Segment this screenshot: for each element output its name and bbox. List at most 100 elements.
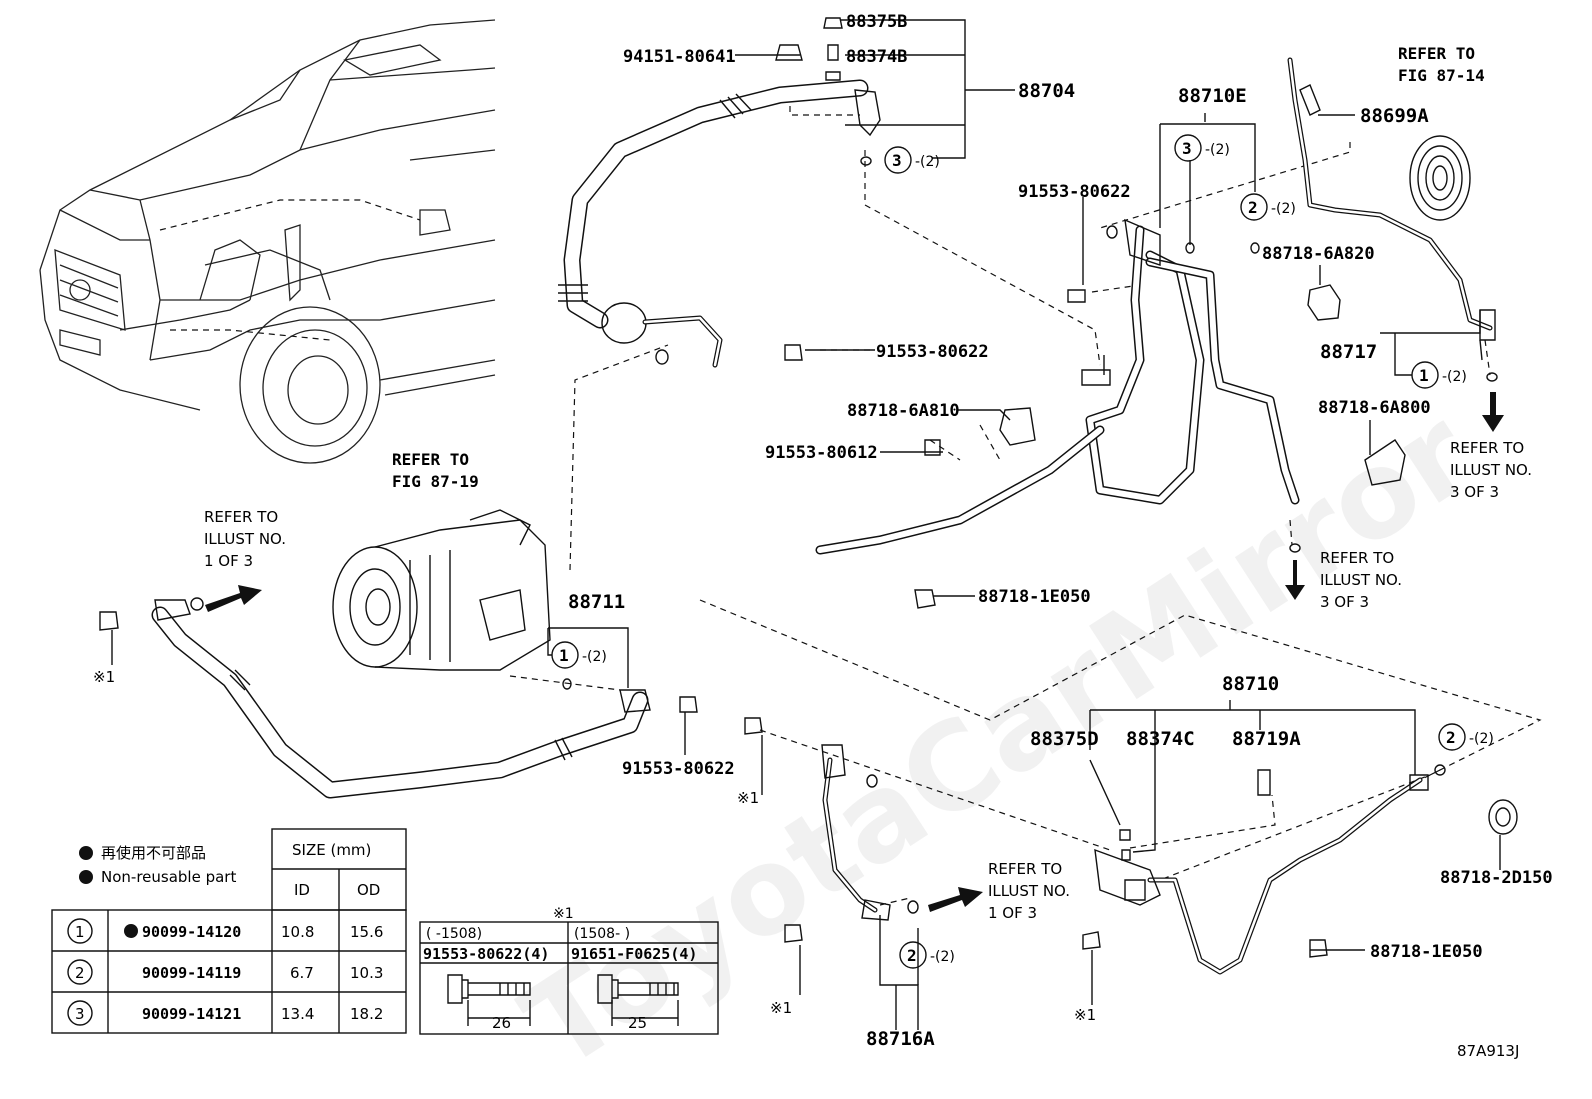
svg-text:15.6: 15.6 bbox=[350, 923, 383, 941]
part-88718-6A800: 88718-6A800 bbox=[1318, 398, 1431, 418]
small-parts bbox=[99, 17, 1518, 958]
svg-text:2: 2 bbox=[75, 964, 85, 982]
oring-callouts: 3 -(2) 3 -(2) 2 -(2) 1 -(2) 1 -(2) 2 -(2… bbox=[551, 134, 1494, 969]
svg-text:※1: ※1 bbox=[553, 906, 574, 922]
non-reusable-mark bbox=[124, 924, 138, 938]
mark-1-bottom: ※1 bbox=[770, 999, 792, 1017]
oring-callout-3-right bbox=[1174, 134, 1202, 162]
part-88716A: 88716A bbox=[866, 1028, 935, 1050]
svg-text:13.4: 13.4 bbox=[281, 1005, 314, 1023]
part-88710E: 88710E bbox=[1178, 85, 1247, 107]
mark-1-mid: ※1 bbox=[737, 789, 759, 807]
reference-notes: REFER TO FIG 87-14 REFER TO FIG 87-19 RE… bbox=[204, 44, 1532, 922]
part-88375B: 88375B bbox=[846, 12, 907, 32]
oring-callout-3-top bbox=[884, 146, 912, 174]
part-88718-6A810: 88718-6A810 bbox=[847, 401, 960, 421]
part-88718-6A820: 88718-6A820 bbox=[1262, 244, 1375, 264]
arrow-to-illust-3-right bbox=[1482, 392, 1504, 432]
non-reusable-bullet bbox=[79, 870, 93, 884]
liquid-tube-88710E bbox=[815, 218, 1300, 555]
svg-text:3: 3 bbox=[1182, 139, 1192, 158]
ref-illust-3-right-line1: REFER TO bbox=[1450, 439, 1524, 457]
arrow-to-illust-3-mid bbox=[1285, 560, 1305, 600]
oring-callout-2-lower bbox=[1438, 723, 1466, 751]
non-reusable-bullet bbox=[79, 846, 93, 860]
oring-callout-2-right bbox=[1240, 193, 1268, 221]
part-88374B: 88374B bbox=[846, 47, 907, 67]
oring-callout-2-bottom bbox=[899, 941, 927, 969]
part-91553-80622-top: 91553-80622 bbox=[1018, 182, 1131, 202]
svg-text:( -1508): ( -1508) bbox=[426, 926, 482, 942]
bolt-table: ※1 ( -1508) (1508- ) 91553-80622(4) 9165… bbox=[419, 906, 719, 1035]
svg-text:-(2): -(2) bbox=[1271, 201, 1296, 217]
part-88375D: 88375D bbox=[1030, 728, 1099, 750]
ref-illust-1-lower-line1: REFER TO bbox=[988, 860, 1062, 878]
arrow-to-illust-1-lower bbox=[928, 887, 983, 912]
svg-text:18.2: 18.2 bbox=[350, 1005, 383, 1023]
part-91553-80622-mid: 91553-80622 bbox=[876, 342, 989, 362]
arrow-to-illust-1-upper bbox=[205, 585, 262, 612]
ref-fig-87-14-line2: FIG 87-14 bbox=[1398, 66, 1485, 85]
suction-hose-88704 bbox=[558, 79, 881, 368]
part-88719A: 88719A bbox=[1232, 728, 1301, 750]
svg-text:-(2): -(2) bbox=[915, 154, 940, 170]
diagram-code: 87A913J bbox=[1457, 1042, 1519, 1060]
ref-illust-3-right-line3: 3 OF 3 bbox=[1450, 483, 1499, 501]
part-91553-80622-low: 91553-80622 bbox=[622, 759, 735, 779]
svg-text:3: 3 bbox=[892, 151, 902, 170]
part-labels: 88375B 88374B 94151-80641 88704 88710E 8… bbox=[93, 12, 1553, 1060]
part-88718-2D150: 88718-2D150 bbox=[1440, 868, 1553, 888]
svg-text:6.7: 6.7 bbox=[290, 964, 314, 982]
part-88711: 88711 bbox=[568, 591, 625, 613]
part-88718-1E050-mid: 88718-1E050 bbox=[978, 587, 1091, 607]
oring-callout-1-right bbox=[1411, 361, 1439, 389]
bolt-part-2: 91651-F0625(4) bbox=[571, 945, 697, 963]
ref-illust-1-upper-line1: REFER TO bbox=[204, 508, 278, 526]
ref-illust-3-mid-line3: 3 OF 3 bbox=[1320, 593, 1369, 611]
svg-text:2: 2 bbox=[907, 946, 917, 965]
part-88704: 88704 bbox=[1018, 80, 1075, 102]
ref-illust-3-mid-line1: REFER TO bbox=[1320, 549, 1394, 567]
ref-illust-3-mid-line2: ILLUST NO. bbox=[1320, 571, 1402, 589]
svg-text:2: 2 bbox=[1446, 728, 1456, 747]
svg-text:10.3: 10.3 bbox=[350, 964, 383, 982]
ref-illust-1-lower-line3: 1 OF 3 bbox=[988, 904, 1037, 922]
svg-text:25: 25 bbox=[628, 1014, 647, 1032]
part-88710: 88710 bbox=[1222, 673, 1279, 695]
ref-illust-3-right-line2: ILLUST NO. bbox=[1450, 461, 1532, 479]
od-header: OD bbox=[357, 881, 380, 899]
oring-part-3: 90099-14121 bbox=[142, 1005, 241, 1023]
ref-fig-87-19-line1: REFER TO bbox=[392, 450, 469, 469]
part-88374C: 88374C bbox=[1126, 728, 1195, 750]
ref-illust-1-lower-line2: ILLUST NO. bbox=[988, 882, 1070, 900]
tube-88710-lower bbox=[1094, 764, 1446, 975]
compressor bbox=[332, 509, 551, 671]
legend-en: Non-reusable part bbox=[101, 868, 236, 886]
id-header: ID bbox=[294, 881, 310, 899]
vehicle-illustration bbox=[39, 19, 496, 464]
svg-text:3: 3 bbox=[75, 1005, 85, 1023]
svg-text:-(2): -(2) bbox=[1205, 142, 1230, 158]
oring-part-2: 90099-14119 bbox=[142, 964, 241, 982]
svg-text:-(2): -(2) bbox=[930, 949, 955, 965]
part-88699A: 88699A bbox=[1360, 105, 1429, 127]
svg-text:-(2): -(2) bbox=[1469, 731, 1494, 747]
arrows bbox=[205, 392, 1504, 912]
label-leaders bbox=[111, 19, 1501, 1030]
svg-text:1: 1 bbox=[75, 923, 85, 941]
svg-text:1: 1 bbox=[1419, 366, 1429, 385]
discharge-hose-88711 bbox=[151, 597, 651, 799]
svg-text:10.8: 10.8 bbox=[281, 923, 314, 941]
mark-1-left: ※1 bbox=[93, 668, 115, 686]
part-88718-1E050-low: 88718-1E050 bbox=[1370, 942, 1483, 962]
part-94151-80641: 94151-80641 bbox=[623, 47, 736, 67]
ref-fig-87-14-line1: REFER TO bbox=[1398, 44, 1475, 63]
ref-fig-87-19-line2: FIG 87-19 bbox=[392, 472, 479, 491]
svg-text:-(2): -(2) bbox=[582, 649, 607, 665]
bolt-part-1: 91553-80622(4) bbox=[423, 945, 549, 963]
mark-1-right: ※1 bbox=[1074, 1006, 1096, 1024]
svg-text:1: 1 bbox=[559, 646, 569, 665]
grommet bbox=[1409, 135, 1471, 221]
part-91553-80612: 91553-80612 bbox=[765, 443, 878, 463]
